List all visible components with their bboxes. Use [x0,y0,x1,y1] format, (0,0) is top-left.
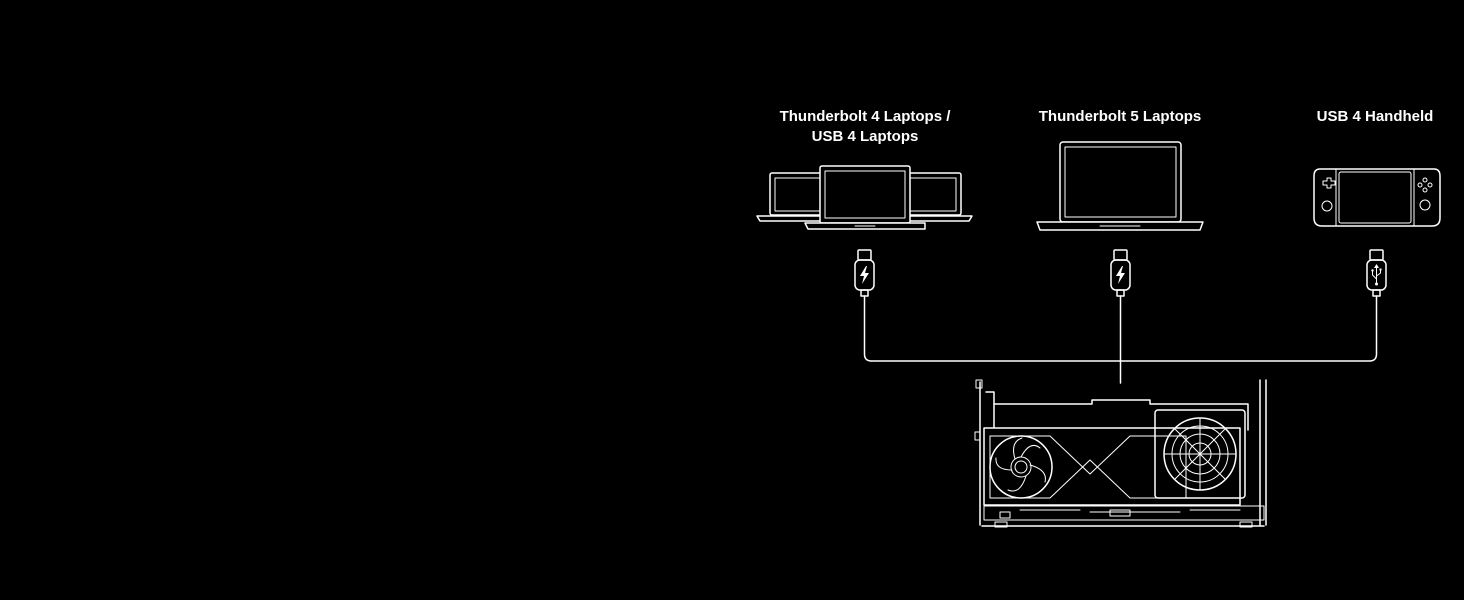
laptop-icon [1036,141,1204,231]
joystick-icon [1321,200,1333,212]
usb-c-connector-icon [1110,249,1131,297]
label-usb4-handheld: USB 4 Handheld [1285,107,1464,127]
label-tb4-usb4-laptops: Thunderbolt 4 Laptops / USB 4 Laptops [765,107,965,147]
handheld-console-icon [1313,168,1441,227]
laptop-icon [804,165,926,230]
egpu-enclosure-icon [974,379,1267,528]
laptop-icon [889,172,973,222]
label-line: Thunderbolt 4 Laptops / [779,108,951,125]
label-line: USB 4 Laptops [811,128,919,145]
lightning-bolt-icon [860,266,869,284]
dpad-icon [1322,177,1336,189]
lightning-bolt-icon [1116,266,1125,284]
usb-c-connector-icon [1366,249,1387,297]
label-line: Thunderbolt 5 Laptops [1038,108,1202,125]
label-line: USB 4 Handheld [1316,108,1434,125]
label-tb5-laptops: Thunderbolt 5 Laptops [1020,107,1220,127]
joystick-icon [1419,199,1431,211]
fan-icon [989,435,1053,499]
usb-c-connector-icon [854,249,875,297]
laptop-group-icon [756,165,973,230]
usb-trident-icon [1371,264,1382,286]
